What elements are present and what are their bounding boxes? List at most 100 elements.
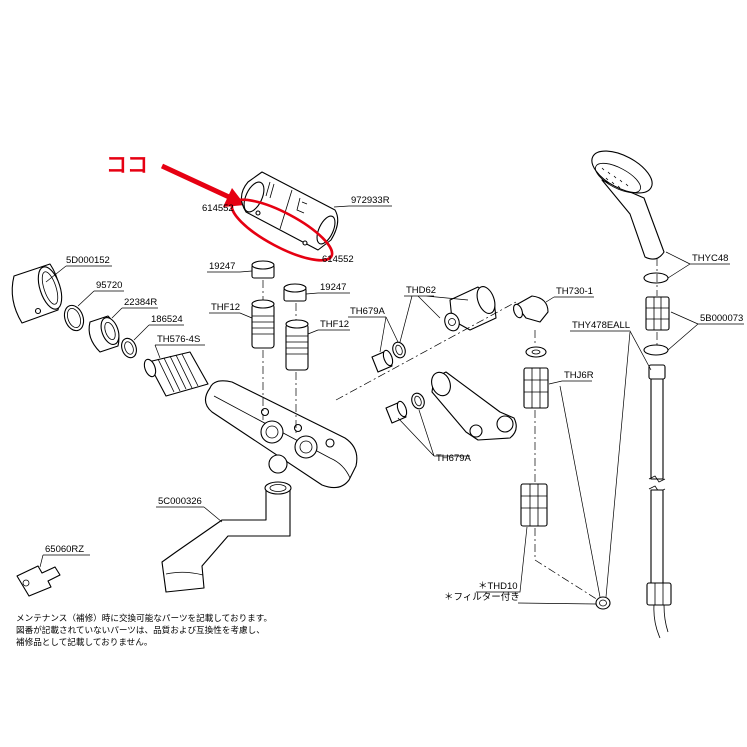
leader-THYC48	[665, 251, 730, 279]
label-THYC48: THYC48	[692, 253, 728, 264]
hose-nut-upper-facets	[646, 297, 669, 330]
centerline-to-filter	[534, 559, 599, 601]
washer	[525, 346, 547, 358]
leader-5C000326	[156, 506, 223, 523]
ring-95720	[63, 304, 85, 332]
cartridge-THF12-right	[285, 319, 309, 371]
label-5B000073: 5B000073	[700, 313, 743, 324]
elbow-outlet	[476, 286, 496, 314]
cartridge-body	[251, 303, 275, 349]
shower-head	[591, 150, 665, 260]
label-614552-left: 614552	[202, 203, 234, 214]
screw-left	[255, 210, 261, 216]
leader-filter-ring	[559, 331, 631, 598]
nut-19247-right	[283, 283, 307, 302]
threaded-end	[143, 358, 157, 378]
label-THJ6R: THJ6R	[564, 370, 594, 381]
port-left	[260, 420, 284, 444]
handle-cold-mark	[265, 181, 275, 199]
hose-fittings	[643, 272, 670, 380]
label-TH679A-top: TH679A	[350, 306, 386, 317]
shower-nozzles	[601, 167, 629, 189]
label-65060RZ: 65060RZ	[45, 544, 84, 555]
label-TH576-4S: TH576-4S	[157, 334, 200, 345]
threads	[157, 353, 199, 393]
label-19247-left: 19247	[209, 261, 235, 272]
hose-tail	[653, 604, 669, 639]
washer-inner	[531, 349, 541, 355]
leader-65060RZ	[39, 554, 90, 568]
ring-inner	[67, 307, 81, 329]
o-ring-lower	[643, 344, 669, 356]
hose-end-fitting	[648, 364, 666, 380]
hose-lower	[650, 489, 664, 584]
part-THJ6R	[523, 346, 549, 409]
nut-22384R	[88, 315, 120, 353]
ring-inner	[124, 341, 134, 355]
highlight-ellipse	[230, 198, 334, 262]
annotation-arrow-head	[223, 188, 245, 207]
label-22384R: 22384R	[124, 297, 157, 308]
spout-connector-bore	[269, 484, 287, 492]
screw-hole-2	[293, 423, 303, 433]
label-filter-note: ＊フィルター付き	[444, 592, 520, 603]
cover-hole	[34, 307, 42, 315]
leader-5B000073	[667, 311, 744, 351]
filter-ring-outer	[595, 596, 611, 610]
hose-upper	[650, 378, 664, 480]
label-95720: 95720	[96, 280, 122, 291]
leader-972933R	[333, 205, 392, 208]
leader-5D000152	[45, 265, 112, 283]
port-right	[294, 435, 318, 459]
leader-filter-note	[517, 602, 597, 605]
hose-nut-upper	[645, 296, 670, 331]
port-left-inner	[265, 425, 279, 439]
footer-line-1: メンテナンス（補修）時に交換可能なパーツを記載しております。	[16, 612, 272, 624]
spout-tip-line	[165, 571, 204, 576]
label-5D000152: 5D000152	[66, 255, 110, 266]
leader-TH679A-top	[348, 316, 399, 353]
leader-THJ6R	[548, 380, 592, 385]
leader-19247-left	[207, 270, 253, 273]
hose-nut-lower-facets	[654, 583, 664, 605]
label-186524: 186524	[151, 314, 183, 325]
filter-ring	[595, 596, 611, 610]
leader-19247-right	[305, 292, 350, 295]
key-65060RZ	[16, 565, 61, 597]
filter-body	[520, 483, 548, 527]
body-ridge	[213, 395, 351, 479]
cover-5D000152	[11, 263, 63, 324]
leader-THD10	[476, 526, 528, 593]
o-ring-inner	[414, 395, 422, 407]
leader-THF12-right	[307, 329, 350, 335]
o-ring-inner	[395, 344, 403, 356]
label-TH679A-bottom: TH679A	[436, 453, 472, 464]
filter-ring-inner	[599, 599, 607, 607]
footer-line-2: 図番が記載されていないパーツは、品質および互換性を考慮し、	[16, 624, 265, 636]
elbow-inlet	[444, 312, 460, 332]
o-ring-upper	[643, 272, 669, 284]
arm-joint	[431, 371, 451, 397]
nut-19247-left	[251, 260, 275, 279]
o-ring	[392, 341, 406, 359]
label-THF12-right: THF12	[320, 319, 349, 330]
label-THD62: THD62	[406, 285, 436, 296]
adapter-face	[382, 349, 394, 367]
cartridge-top	[285, 319, 309, 329]
cartridge-grooves	[286, 335, 308, 355]
part-TH679A-top	[371, 341, 406, 373]
leader-TH730-1	[545, 296, 594, 303]
part-TH679A-bottom	[385, 392, 425, 424]
leader-TH679A-bottom	[397, 409, 470, 457]
elbow-body	[515, 295, 549, 323]
cartridge-top	[251, 299, 275, 309]
spout-connector	[264, 481, 292, 495]
shower-spray-face	[595, 162, 641, 194]
cover-opening	[37, 266, 63, 310]
swivel-arm	[431, 371, 517, 441]
key-hole	[22, 579, 30, 587]
cartridge-body	[285, 323, 309, 371]
leader-THF12-left	[209, 312, 253, 319]
handle-shower-mark	[296, 197, 308, 214]
